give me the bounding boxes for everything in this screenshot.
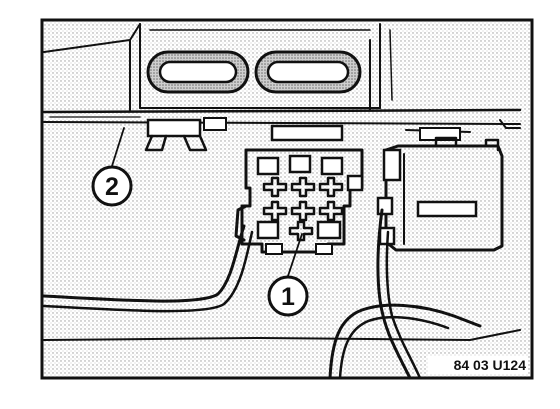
harness-rail (42, 108, 522, 152)
callout-2-leader (111, 127, 125, 167)
left-oval-cutout (146, 50, 250, 94)
callout-1-leader (287, 233, 303, 277)
callout-2: 2 (91, 165, 133, 207)
wiring (42, 208, 521, 380)
reference-code: 84 03 U124 (454, 357, 527, 373)
connector-block (234, 148, 364, 255)
callout-1-label: 1 (281, 283, 295, 311)
callout-2-label: 2 (105, 173, 119, 201)
reference-code-backdrop (428, 356, 528, 374)
right-oval-cutout (254, 50, 362, 94)
callout-1: 1 (267, 275, 309, 317)
upper-panel (43, 23, 393, 111)
